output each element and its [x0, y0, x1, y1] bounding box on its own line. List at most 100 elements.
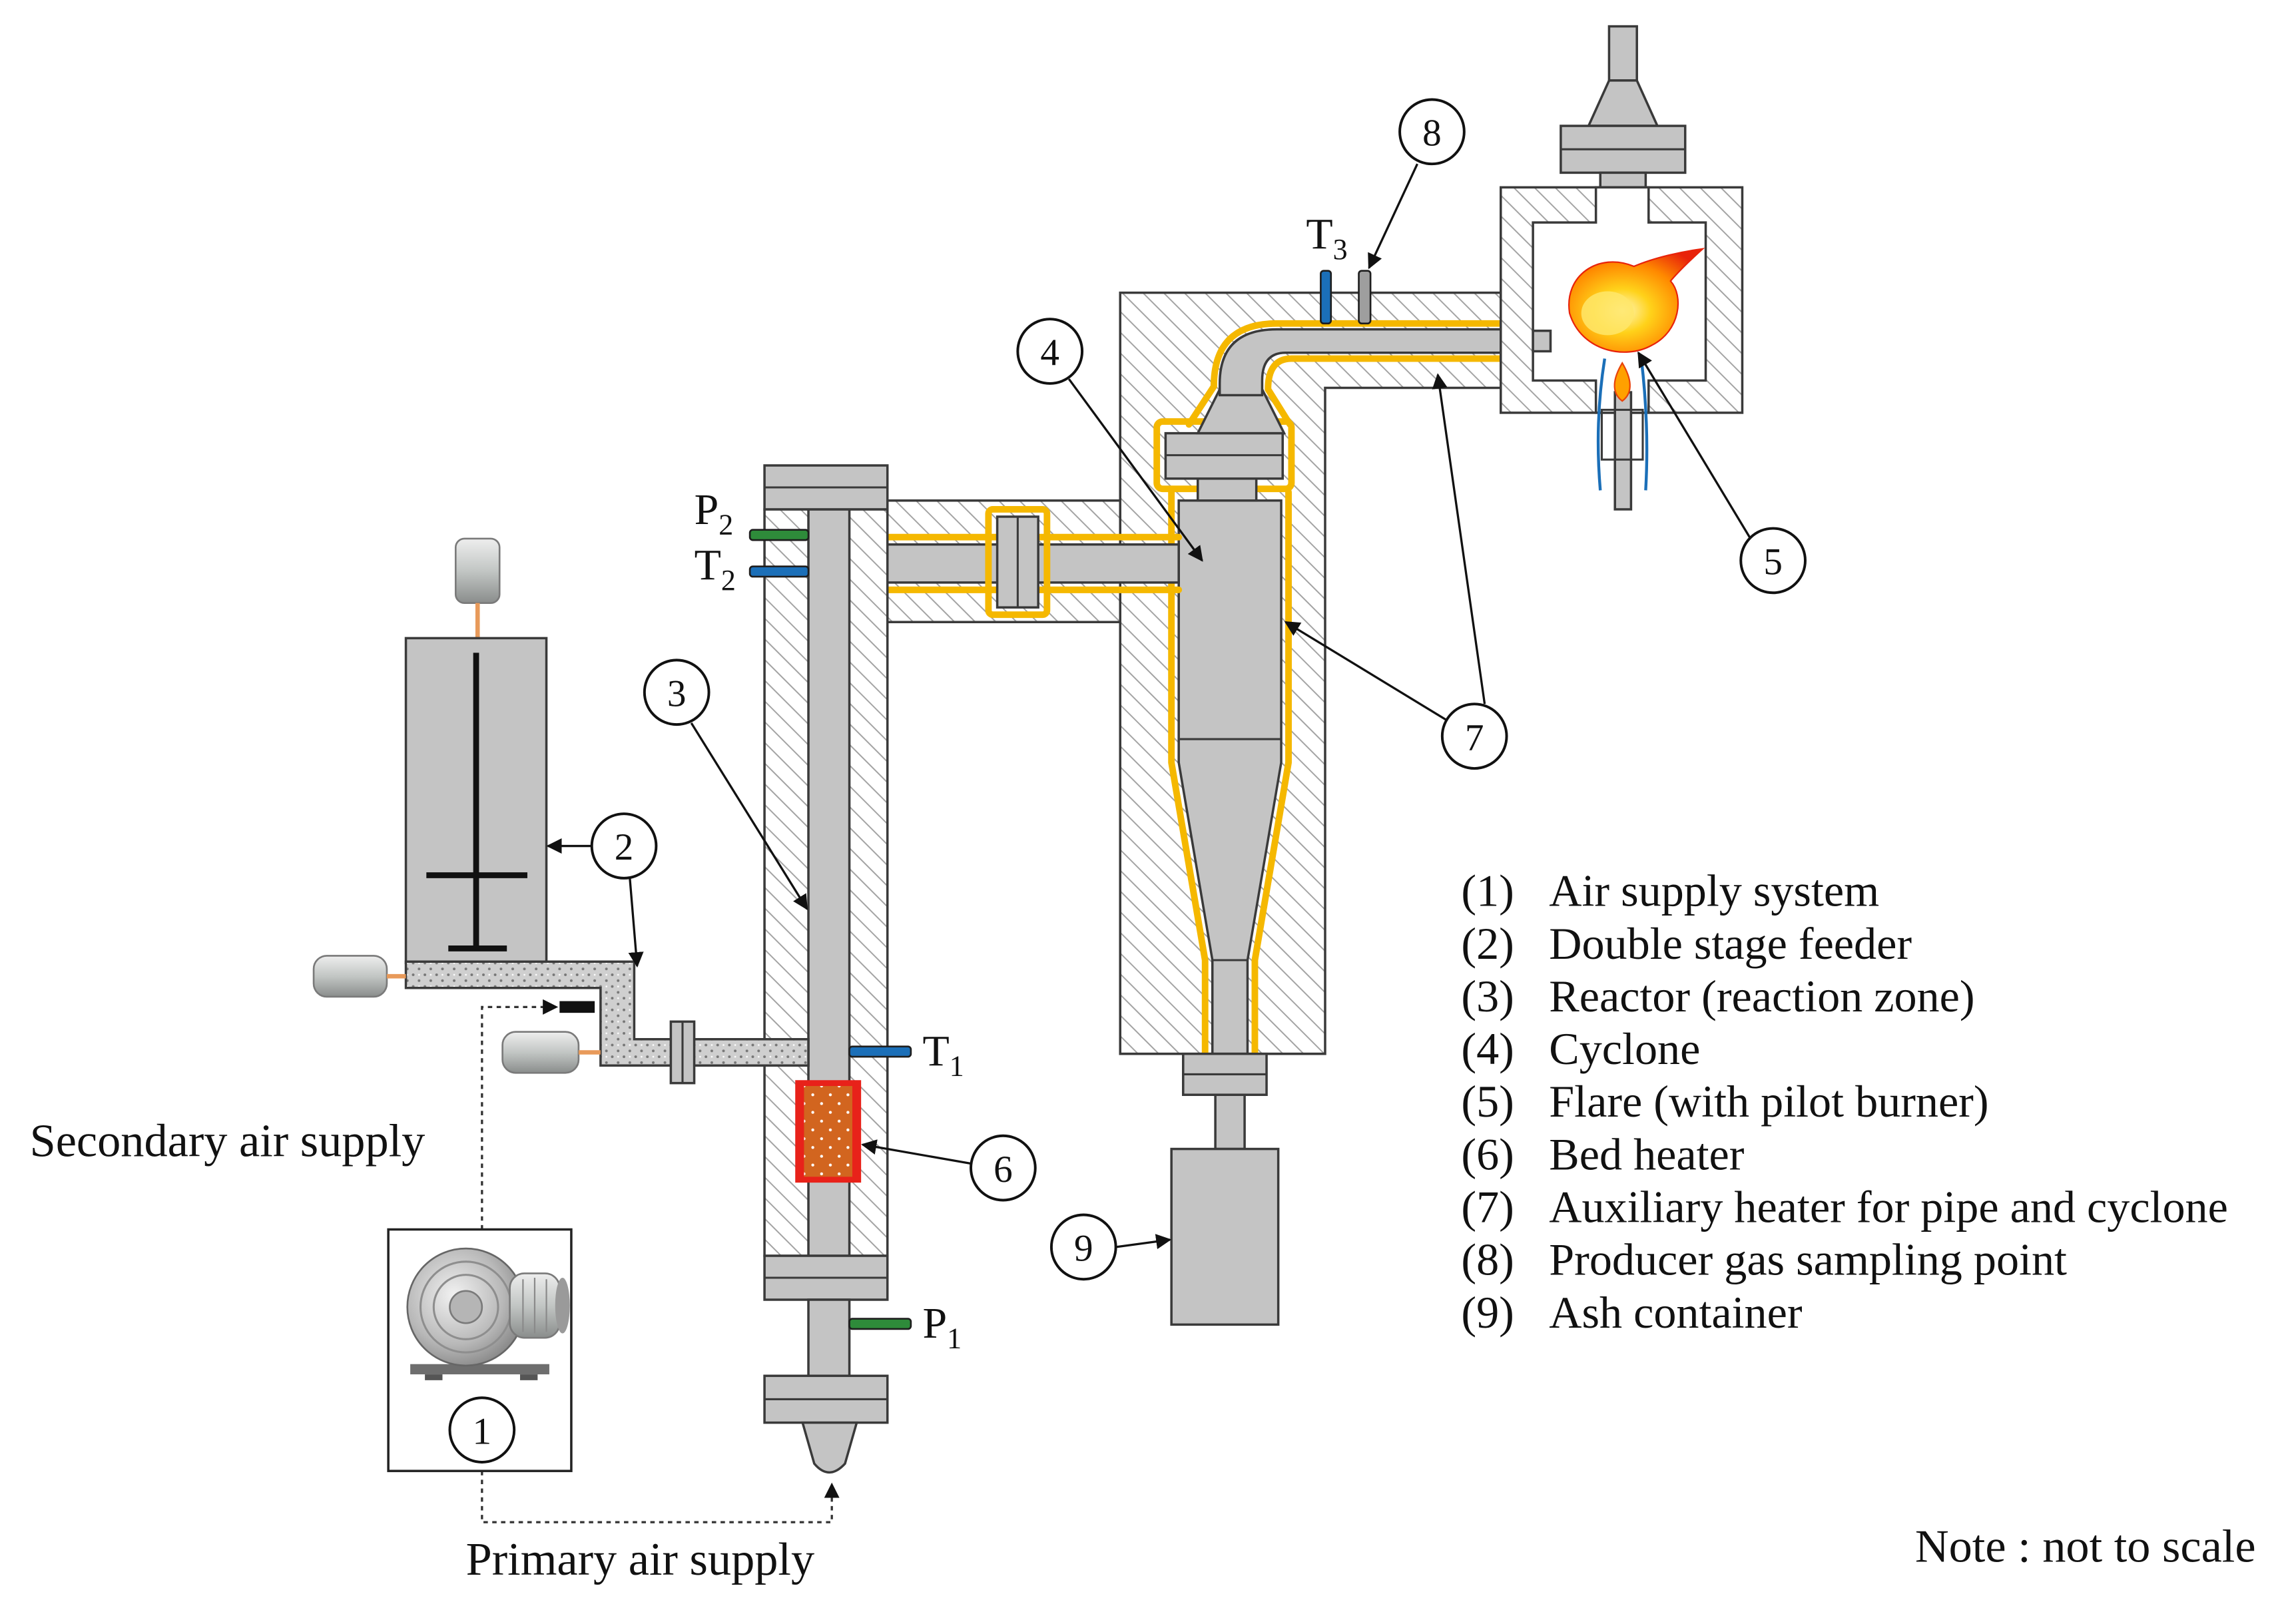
callout-reactor: 3 [643, 659, 808, 911]
blower-hub [449, 1290, 483, 1324]
reactor-bed [804, 1086, 852, 1177]
callout-air-supply: 1 [448, 1396, 516, 1464]
legend-text: Auxiliary heater for pipe and cyclone [1549, 1181, 2228, 1232]
reactor: P2 T2 T1 P1 [695, 464, 964, 1474]
callout-sampling-point: 8 [1368, 98, 1466, 270]
sensor-index: 3 [1333, 233, 1348, 266]
legend-number: (9) [1461, 1287, 1514, 1338]
pressure-probe-p1 [848, 1318, 912, 1330]
sensor-symbol: P [695, 485, 719, 534]
transfer-duct [848, 499, 1183, 623]
callout-number: 9 [1074, 1228, 1093, 1270]
leader-arrow [1432, 373, 1486, 704]
callout-cyclone: 4 [1016, 318, 1203, 562]
callout-number: 6 [994, 1149, 1013, 1191]
legend: (1) Air supply system (2) Double stage f… [1461, 866, 2227, 1338]
pilot-flame-icon [1613, 362, 1631, 402]
callout-circle [1016, 318, 1084, 385]
temperature-probe-t2 [748, 565, 810, 578]
callout-circle [1739, 527, 1807, 595]
blower-base [410, 1364, 549, 1375]
callout-feeder: 2 [546, 812, 658, 968]
primary-air-line [481, 1471, 840, 1523]
flare-stack [1607, 25, 1638, 82]
legend-number: (5) [1461, 1076, 1514, 1127]
blower-foot-left [425, 1374, 443, 1380]
flare-gas-inlet [1532, 330, 1552, 353]
callout-circle [1440, 702, 1508, 770]
blower-foot-right [519, 1374, 538, 1380]
sensor-label-t3: T3 [1306, 210, 1347, 266]
callout-circle [448, 1396, 516, 1464]
hopper-motor [454, 537, 501, 604]
flare-stack-neck [1599, 171, 1647, 189]
legend-number: (6) [1461, 1129, 1514, 1179]
callout-ash-container: 9 [1049, 1213, 1172, 1281]
plenum-tube [807, 1298, 851, 1378]
legend-text: Reactor (reaction zone) [1549, 971, 1974, 1021]
sensor-index: 1 [950, 1050, 964, 1083]
callout-aux-heater: 7 [1284, 373, 1508, 770]
flame-core [1581, 291, 1634, 336]
legend-number: (3) [1461, 971, 1514, 1021]
outlet-pipe-heater-outline [1185, 320, 1504, 428]
blower-motor-cap [555, 1278, 570, 1334]
leader-arrow [1637, 351, 1751, 538]
screw-conveyor [404, 960, 810, 1067]
flare [1500, 25, 1744, 511]
callout-number: 1 [473, 1410, 492, 1452]
sensor-label-t2: T2 [695, 541, 736, 596]
callout-number: 3 [667, 672, 687, 714]
callout-circle [1049, 1213, 1117, 1281]
primary-air-nozzle [800, 1421, 858, 1474]
secondary-air-nozzle [559, 1001, 595, 1013]
legend-number: (8) [1461, 1234, 1514, 1285]
secondary-air-line [481, 999, 559, 1230]
legend-text: Flare (with pilot burner) [1549, 1076, 1988, 1127]
sensor-index: 2 [721, 564, 736, 597]
legend-text: Producer gas sampling point [1549, 1234, 2067, 1285]
ash-pipe [1214, 1093, 1246, 1151]
callout-number: 4 [1040, 332, 1059, 374]
callout-number: 5 [1763, 541, 1783, 583]
sensor-index: 1 [947, 1322, 962, 1355]
callout-number: 7 [1465, 716, 1484, 758]
legend-text: Air supply system [1549, 866, 1879, 916]
primary-air-label: Primary air supply [466, 1533, 814, 1585]
pressure-probe-p2 [748, 529, 810, 541]
flare-stack-cone [1586, 79, 1659, 127]
cyclone-neck [1196, 475, 1258, 502]
screw-motor-1 [312, 955, 388, 998]
legend-text: Cyclone [1549, 1023, 1700, 1074]
sensor-symbol: T [695, 541, 721, 589]
pilot-wire-left [1596, 358, 1607, 491]
sensor-symbol: P [922, 1299, 947, 1348]
leader-arrow [628, 878, 644, 968]
callout-circle [590, 812, 658, 880]
producer-gas-pipe [1218, 328, 1502, 397]
blower-ring-mid [432, 1274, 499, 1340]
legend-number: (4) [1461, 1023, 1514, 1074]
sensor-symbol: T [1306, 210, 1332, 259]
sensor-index: 2 [718, 508, 733, 541]
double-stage-feeder [312, 537, 810, 1085]
pilot-burner-body [1600, 408, 1644, 461]
callout-circle [970, 1134, 1037, 1202]
legend-text: Double stage feeder [1549, 918, 1912, 969]
temperature-probe-t3 [1320, 270, 1332, 325]
cyclone-insulation [1119, 291, 1502, 1055]
sensor-label-p2: P2 [695, 485, 734, 541]
legend-text: Ash container [1549, 1287, 1803, 1338]
pilot-wire-right [1639, 358, 1649, 491]
sensor-label-p1: P1 [922, 1299, 962, 1354]
leader-arrow [690, 722, 808, 911]
leader-arrow [1115, 1234, 1172, 1250]
legend-number: (1) [1461, 866, 1514, 916]
sensor-symbol: T [922, 1027, 949, 1075]
temperature-probe-t1 [848, 1045, 912, 1058]
sampling-point-probe [1358, 270, 1372, 325]
cyclone-assembly: T3 [1119, 210, 1504, 1326]
legend-number: (2) [1461, 918, 1514, 969]
screw-motor-2 [501, 1031, 580, 1074]
